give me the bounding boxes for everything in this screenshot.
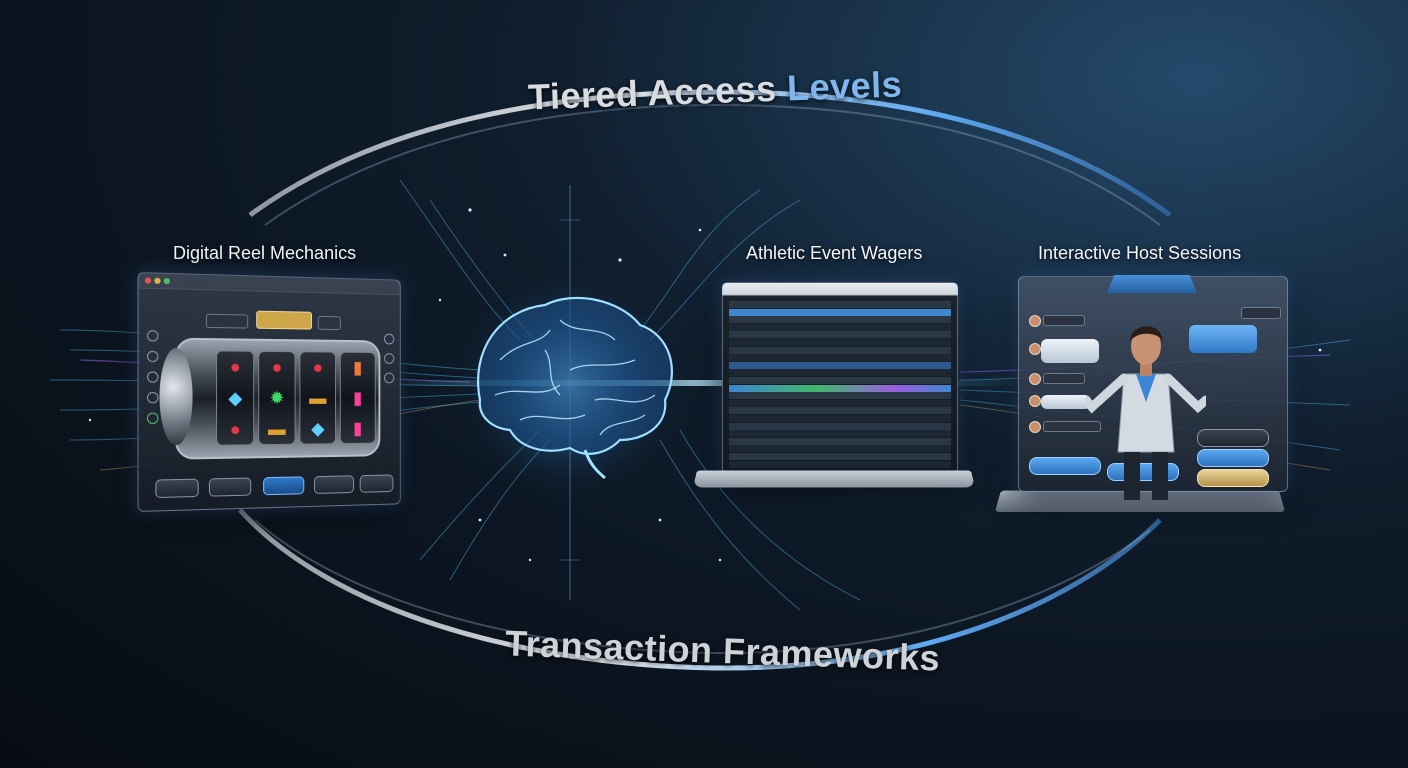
slot-button-5[interactable] [359, 474, 394, 493]
table-row[interactable] [729, 316, 951, 324]
reel-4: ▮ ▮ ▮ [339, 351, 376, 445]
slot-button-1[interactable] [155, 478, 199, 499]
slot-drum-cap [159, 347, 193, 446]
cherry-icon: ● [229, 418, 241, 440]
slot-jackpot-badge [256, 310, 313, 330]
table-row[interactable] [729, 422, 951, 430]
slot-button-2[interactable] [208, 477, 252, 497]
join-session-button[interactable] [1197, 429, 1269, 447]
side-status-icon [146, 412, 159, 424]
host-left-button[interactable] [1029, 457, 1101, 475]
table-row[interactable] [729, 354, 951, 362]
diamond-icon: ◆ [228, 387, 243, 409]
reel-2: ● ✹ ▬ [258, 350, 296, 446]
slot-machine-panel: ● ◆ ● ● ✹ ▬ ● ▬ ◆ ▮ ▮ ▮ [137, 272, 401, 512]
reel-1: ● ◆ ● [216, 350, 255, 446]
slot-chip-left [205, 313, 249, 329]
host-premium-button[interactable] [1197, 469, 1269, 487]
host-action-button[interactable] [1197, 449, 1269, 467]
bar-icon: ▬ [268, 418, 286, 439]
table-row[interactable] [729, 460, 951, 468]
table-row[interactable] [729, 331, 951, 339]
window-minimize-icon [154, 277, 161, 285]
side-history-icon[interactable] [146, 392, 159, 404]
table-row[interactable] [729, 430, 951, 438]
avatar [1029, 395, 1041, 407]
table-row[interactable] [729, 415, 951, 422]
seven-icon: ▮ [353, 358, 363, 378]
seven-icon: ▮ [353, 418, 363, 438]
ring-bottom-inner-arc [254, 519, 1151, 655]
host-panel-label: Interactive Host Sessions [1038, 243, 1242, 263]
heading-top-part1: Tiered Access [527, 67, 778, 118]
chat-bubble-right [1189, 325, 1257, 353]
avatar [1029, 343, 1041, 355]
table-row[interactable] [729, 445, 951, 453]
reel-3: ● ▬ ◆ [299, 351, 337, 445]
heading-top-part2: Levels [786, 63, 903, 109]
chat-bubble-small [1041, 395, 1091, 409]
avatar [1029, 421, 1041, 433]
host-avatar-figure [1086, 326, 1206, 500]
slot-chip-right [317, 315, 341, 331]
table-row[interactable] [729, 377, 951, 384]
seven-icon: ▮ [353, 388, 363, 408]
cherry-icon: ● [271, 357, 283, 378]
laptop-keyboard-base [693, 470, 975, 488]
ring-bottom-arc [238, 508, 1162, 671]
brain-icon [450, 265, 690, 505]
diamond-icon: ◆ [311, 418, 325, 439]
table-row[interactable] [729, 453, 951, 460]
avatar [1029, 373, 1041, 385]
chat-user-row [1043, 373, 1085, 384]
table-row[interactable] [729, 392, 951, 400]
table-row[interactable] [729, 369, 951, 377]
ring-top-inner-arc [264, 103, 1161, 226]
table-row[interactable] [729, 323, 951, 331]
join-session-tab[interactable] [1107, 275, 1197, 293]
table-row[interactable] [729, 407, 951, 415]
chat-user-row [1043, 421, 1101, 432]
side-info-icon[interactable] [146, 371, 159, 383]
slot-button-4[interactable] [313, 475, 355, 494]
cherry-icon: ● [229, 356, 241, 378]
table-row[interactable] [729, 301, 951, 308]
table-row[interactable] [729, 437, 951, 445]
table-row[interactable] [729, 384, 951, 392]
table-row[interactable] [729, 308, 951, 316]
table-row[interactable] [729, 399, 951, 407]
sports-panel-label: Athletic Event Wagers [746, 243, 923, 263]
chat-user-row [1043, 315, 1085, 326]
sports-betting-panel [722, 282, 958, 474]
table-row[interactable] [729, 361, 951, 369]
side-right-icon-3[interactable] [384, 372, 395, 384]
window-close-icon [144, 277, 152, 284]
side-sound-icon[interactable] [146, 350, 159, 363]
diamond-icon: ✹ [269, 387, 285, 409]
side-settings-icon[interactable] [146, 330, 159, 342]
slot-spin-button[interactable] [263, 476, 305, 496]
cherry-icon: ● [312, 357, 324, 378]
bar-icon: ▬ [309, 388, 327, 408]
avatar [1029, 315, 1041, 327]
slot-panel-label: Digital Reel Mechanics [173, 243, 357, 263]
slot-reel-drum: ● ◆ ● ● ✹ ▬ ● ▬ ◆ ▮ ▮ ▮ [175, 337, 381, 460]
ring-top-arc [248, 89, 1172, 218]
table-row[interactable] [729, 339, 951, 346]
host-top-chip [1241, 307, 1281, 319]
table-row[interactable] [729, 346, 951, 354]
chat-bubble-left [1041, 339, 1099, 363]
window-maximize-icon [163, 277, 170, 285]
side-right-icon-2[interactable] [384, 353, 395, 364]
side-right-icon-1[interactable] [384, 333, 395, 345]
